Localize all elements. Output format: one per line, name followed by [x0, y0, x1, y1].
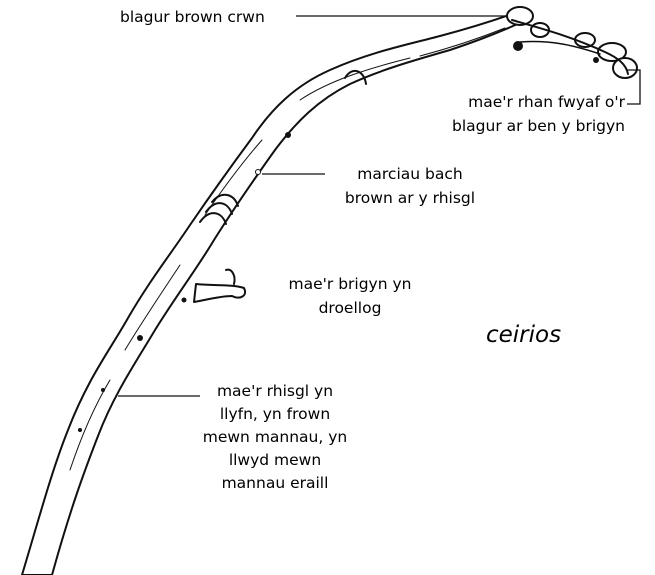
- label-tip-buds: mae'r rhan fwyaf o'r blagur ar ben y bri…: [452, 90, 625, 138]
- species-title: ceirios: [486, 322, 561, 348]
- label-round-buds: blagur brown crwn: [120, 5, 265, 29]
- label-bark: mae'r rhisgl yn llyfn, yn frown mewn man…: [200, 380, 350, 495]
- label-twisty-twig: mae'r brigyn yn droellog: [275, 272, 425, 320]
- label-brown-marks: marciau bach brown ar y rhisgl: [330, 162, 490, 210]
